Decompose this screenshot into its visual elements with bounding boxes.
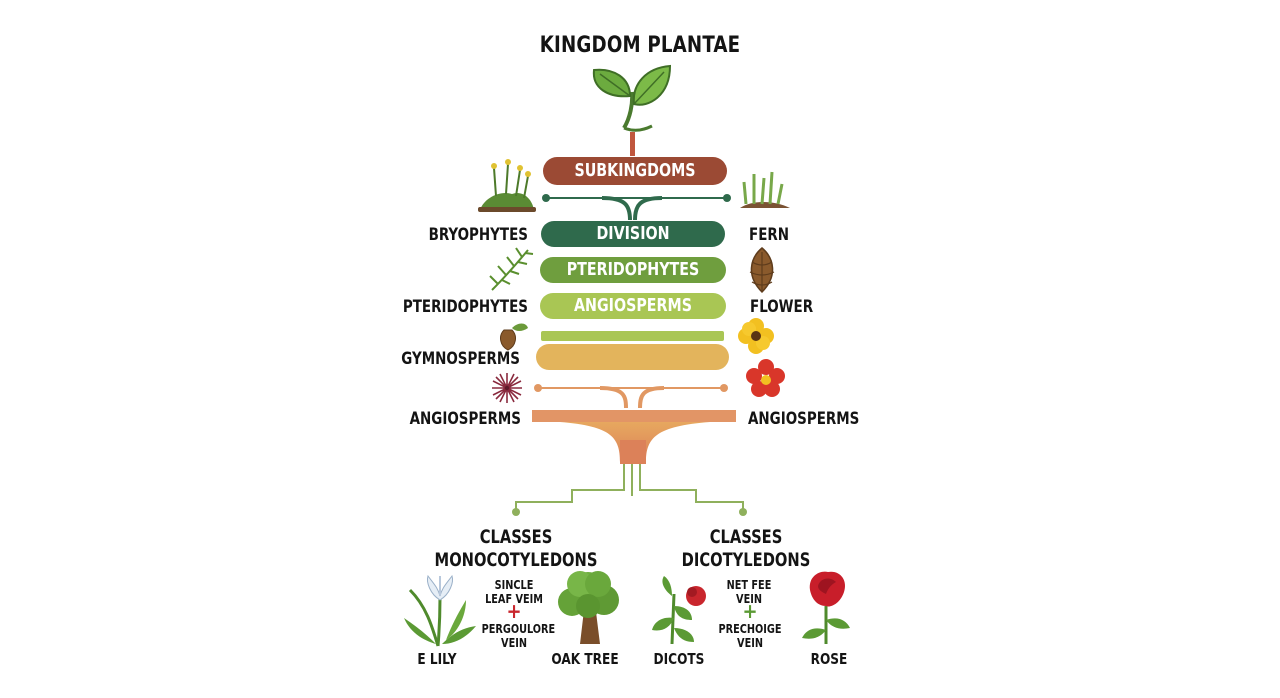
subkingdoms-label: SUBKINGDOMS [574, 160, 696, 181]
di-class-name: DICOTYLEDONS [681, 549, 811, 571]
mono-class-name: MONOCOTYLEDONS [434, 549, 598, 571]
pteridophytes-label: PTERIDOPHYTES [566, 259, 700, 280]
left-label-gymnosperms: GYMNOSPERMS [401, 349, 520, 369]
caption-rose: ROSE [810, 650, 848, 668]
mono-note-leaf-vein: SINCLE LEAF VEIM [485, 578, 543, 606]
division-band [541, 221, 725, 247]
caption-lily: E LILY [417, 650, 457, 668]
leaf-sprout-icon [592, 64, 672, 132]
left-label-bryophytes: BRYOPHYTES [428, 225, 528, 245]
classes-connector [515, 464, 744, 510]
yellow-flower-icon [738, 318, 774, 354]
division-label: DIVISION [596, 223, 670, 244]
pine-cone-icon [749, 247, 775, 294]
small-cone-icon [500, 323, 528, 351]
caption-oak-tree: OAK TREE [551, 650, 619, 668]
right-label-angiosperms: ANGIOSPERMS [748, 409, 860, 429]
angiosperms-band [540, 293, 726, 319]
left-label-angiosperms: ANGIOSPERMS [409, 409, 521, 429]
spiky-flower-icon [492, 373, 522, 403]
grass-icon [740, 171, 790, 208]
pteridophytes-band [540, 257, 726, 283]
gymnosperms-band [536, 344, 729, 370]
oak-tree-icon [558, 571, 619, 644]
di-classes-heading: CLASSES [709, 526, 783, 548]
caption-dicots: DICOTS [653, 650, 705, 668]
mono-note-vein: PERGOULORE VEIN [481, 622, 556, 650]
moss-icon [478, 159, 536, 212]
angiosperms-label: ANGIOSPERMS [574, 295, 692, 316]
left-label-pteridophytes: PTERIDOPHYTES [402, 297, 528, 317]
di-note-leaf-vein: NET FEE VEIN [726, 578, 772, 606]
fern-leaf-icon [489, 247, 534, 291]
rose-icon [802, 571, 850, 644]
subkingdoms-band [543, 157, 727, 185]
right-label-flower: FLOWER [750, 297, 814, 317]
mono-plus: + [506, 599, 522, 623]
di-note-vein: PRECHOIGE VEIN [718, 622, 782, 650]
red-flower-icon [746, 359, 785, 397]
right-label-fern: FERN [749, 225, 790, 245]
dicot-plant-icon [652, 576, 706, 645]
mono-classes-heading: CLASSES [479, 526, 553, 548]
di-plus: + [742, 599, 758, 623]
diagram-title: KINGDOM PLANTAE [539, 33, 741, 58]
lily-icon [404, 574, 476, 647]
